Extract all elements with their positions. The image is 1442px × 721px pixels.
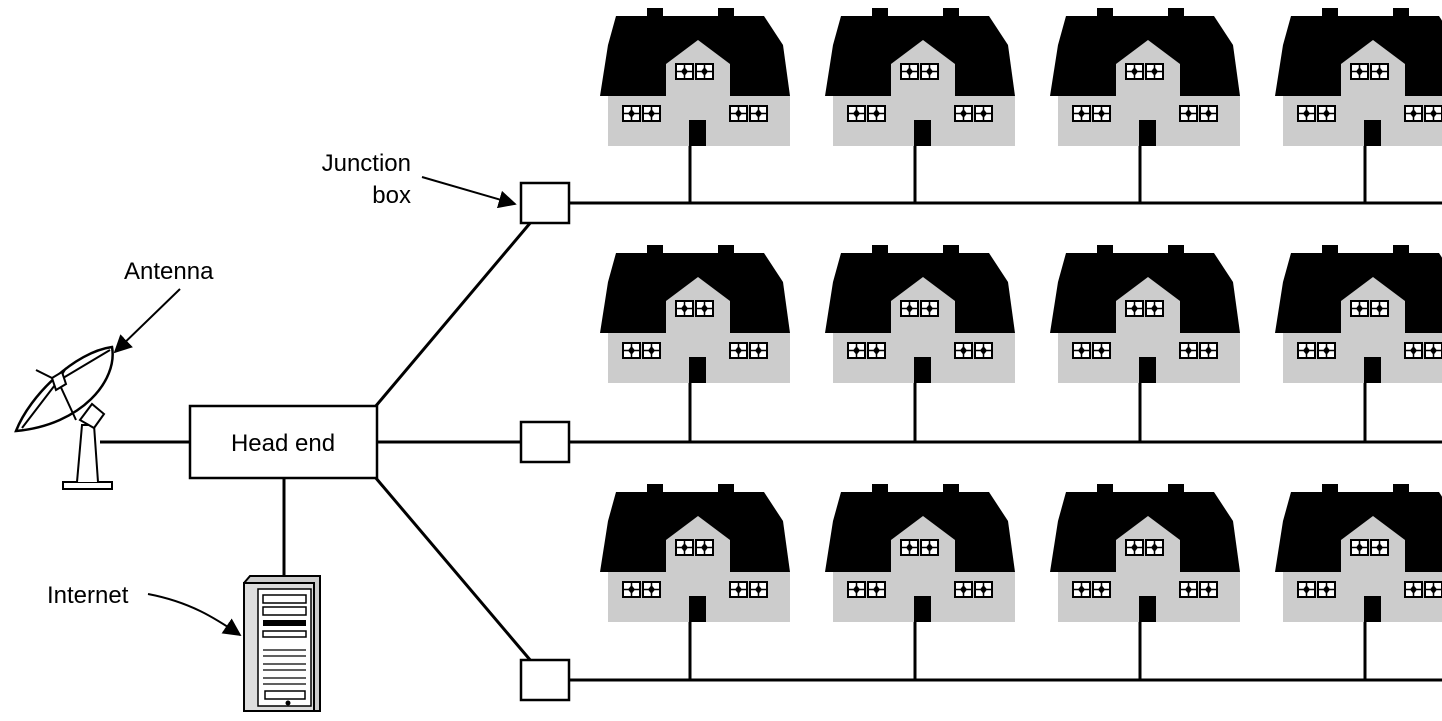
junction-box-label-line1: Junction — [322, 150, 411, 177]
house-icon — [1050, 484, 1240, 622]
junction-box-bottom — [519, 658, 571, 702]
house-icon — [1275, 245, 1442, 383]
internet-label: Internet — [47, 582, 129, 609]
junction-box-arrow — [421, 176, 517, 209]
house-icon — [600, 8, 790, 146]
junction-box-middle — [519, 420, 571, 464]
antenna-label: Antenna — [124, 258, 214, 285]
junction-box-label-line2: box — [372, 182, 411, 209]
cable-lines — [100, 146, 1442, 682]
house-row-3 — [600, 484, 1442, 622]
house-icon — [825, 245, 1015, 383]
satellite-dish-icon — [14, 345, 114, 490]
house-icon — [825, 8, 1015, 146]
house-icon — [600, 484, 790, 622]
house-icon — [1050, 245, 1240, 383]
house-icon — [825, 484, 1015, 622]
house-icon — [600, 245, 790, 383]
house-icon — [1275, 8, 1442, 146]
head-end-box: Head end — [188, 404, 379, 480]
house-row-2 — [600, 245, 1442, 383]
junction-box-top — [519, 181, 571, 225]
antenna-arrow — [113, 288, 181, 354]
house-icon — [1050, 8, 1240, 146]
internet-arrow — [147, 593, 242, 637]
house-icon — [1275, 484, 1442, 622]
head-end-label: Head end — [231, 430, 335, 457]
server-tower-icon — [243, 575, 321, 712]
house-row-1 — [600, 8, 1442, 146]
